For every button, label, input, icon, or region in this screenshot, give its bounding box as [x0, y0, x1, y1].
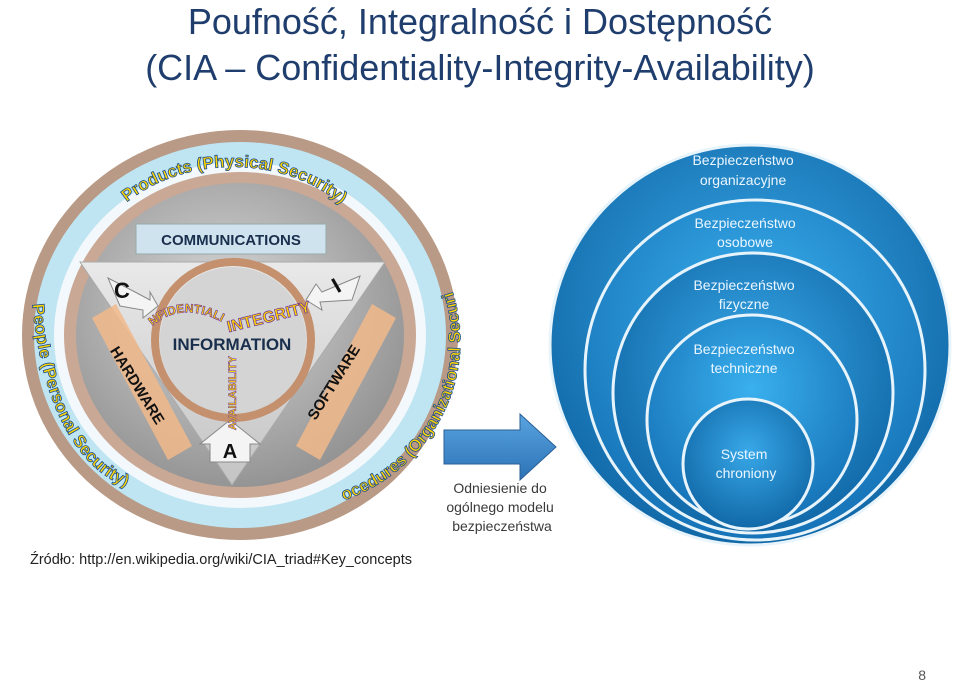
information-ring	[151, 258, 315, 422]
a-arrow-shape	[198, 419, 262, 463]
layer-label-personal-2: osobowe	[717, 234, 773, 250]
layer-protected-system	[681, 397, 815, 531]
information-core	[160, 267, 306, 413]
layer-label-physical-1: Bezpieczeństwo	[693, 277, 794, 293]
layer-label-organizational-1: Bezpieczeństwo	[692, 152, 793, 168]
layer-label-system-2: chroniony	[716, 465, 777, 481]
reference-arrow: Odniesienie do ogólnego modelu bezpiecze…	[443, 412, 557, 534]
svg-text:Bezpieczeństwo organizac: Bezpieczeństwo organizacyjne Bezpieczeńs…	[692, 152, 799, 481]
software-strip	[296, 304, 396, 460]
letter-c: C	[114, 278, 130, 303]
layer-label-organizational-2: organizacyjne	[700, 172, 787, 188]
communications-box	[135, 223, 327, 255]
information-label: INFORMATION	[173, 335, 292, 354]
slide-title-line-1: Poufność, Integralność i Dostępność	[187, 1, 773, 42]
slide-title-line-2: (CIA – Confidentiality-Integrity-Availab…	[145, 47, 815, 88]
arrow-label-line-3: bezpieczeństwa	[452, 518, 552, 534]
layer-label-system-1: System	[721, 446, 768, 462]
layer-label-technical-1: Bezpieczeństwo	[693, 341, 794, 357]
communications-label: COMMUNICATIONS	[161, 232, 301, 249]
availability-label: AVAILABILITY	[227, 355, 239, 430]
security-layers: Bezpieczeństwo organizacyjne Bezpieczeńs…	[548, 143, 952, 547]
hardware-strip	[92, 304, 192, 460]
layer-label-personal-1: Bezpieczeństwo	[694, 215, 795, 231]
arrow-label-line-1: Odniesienie do	[453, 480, 547, 496]
arrow-label-line-2: ogólnego modelu	[446, 499, 553, 515]
arrow-shape	[443, 412, 557, 482]
layer-label-physical-2: fizyczne	[719, 296, 770, 312]
arrow-label: Odniesienie do ogólnego modelu bezpiecze…	[446, 480, 557, 534]
source-note: Źródło: http://en.wikipedia.org/wiki/CIA…	[30, 552, 413, 568]
page-number: 8	[918, 667, 926, 683]
c-arrow-shape	[106, 276, 159, 320]
layer-label-technical-2: techniczne	[711, 360, 778, 376]
letter-a: A	[223, 441, 237, 463]
i-arrow-shape	[305, 275, 361, 312]
cia-diagram: Products (Physical Security) People (Per…	[0, 0, 465, 540]
